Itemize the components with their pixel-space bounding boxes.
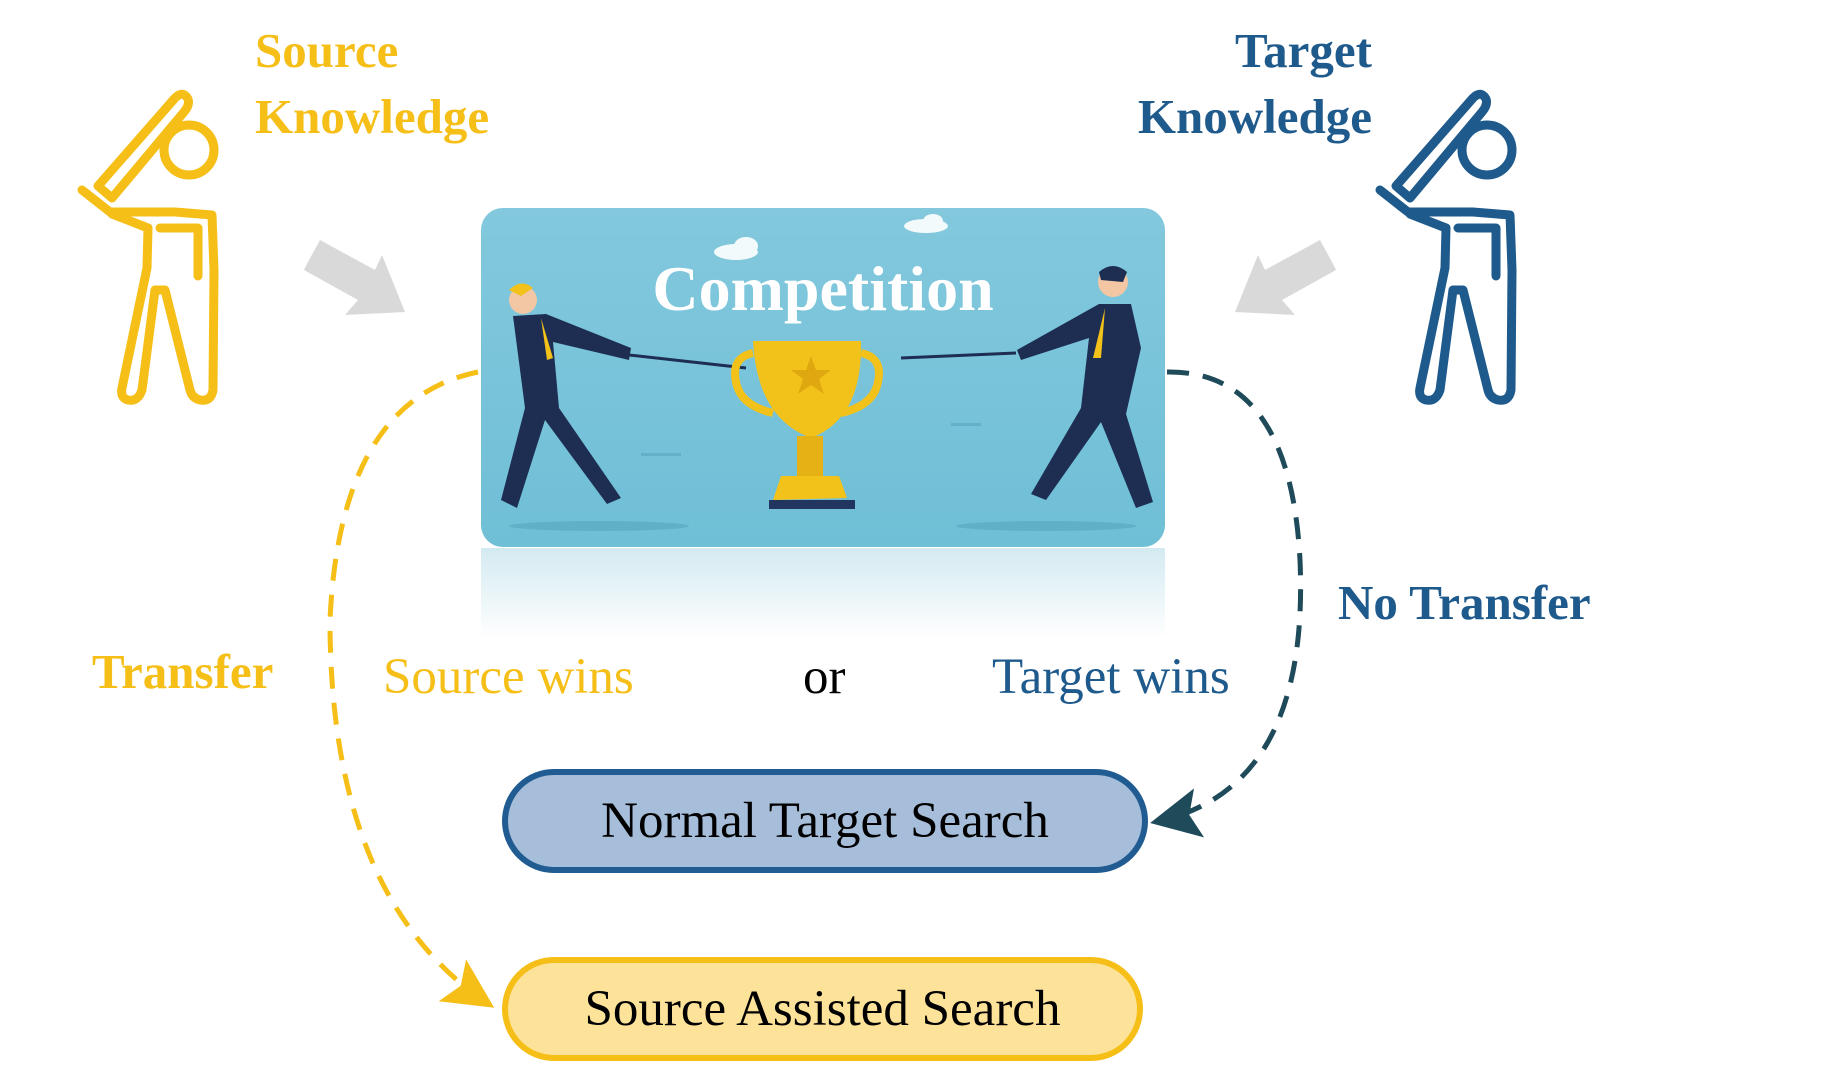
source-assisted-search-box: Source Assisted Search — [502, 957, 1143, 1061]
source-to-competition-arrow — [304, 240, 405, 315]
or-label: or — [803, 649, 846, 705]
target-title-line2: Knowledge — [1137, 89, 1372, 144]
source-title-line1: Source — [255, 23, 399, 78]
target-wins-label: Target wins — [992, 649, 1230, 705]
cloud-icon — [714, 214, 948, 260]
tug-of-war-illustration — [501, 214, 1153, 531]
source-title-line2: Knowledge — [255, 89, 490, 144]
source-batter-icon — [77, 89, 219, 405]
left-man-figure — [501, 283, 631, 508]
competition-title: Competition — [652, 253, 994, 324]
right-man-figure — [1017, 266, 1153, 508]
target-knowledge-title: Target Knowledge — [1100, 18, 1372, 150]
panel-reflection — [481, 548, 1165, 638]
normal-target-search-box: Normal Target Search — [502, 769, 1148, 873]
source-wins-label: Source wins — [383, 649, 634, 705]
source-knowledge-title: Source Knowledge — [255, 18, 489, 150]
no-transfer-path — [1150, 369, 1304, 838]
no-transfer-label: No Transfer — [1338, 575, 1591, 630]
competition-panel: Competition — [481, 208, 1165, 547]
normal-target-search-label: Normal Target Search — [601, 793, 1049, 849]
target-to-competition-arrow — [1235, 240, 1336, 315]
target-batter-icon — [1375, 89, 1517, 405]
target-title-line1: Target — [1235, 23, 1372, 78]
transfer-label: Transfer — [92, 644, 274, 699]
transfer-path — [327, 369, 495, 1008]
source-assisted-search-label: Source Assisted Search — [584, 981, 1061, 1037]
trophy-icon — [731, 341, 883, 509]
